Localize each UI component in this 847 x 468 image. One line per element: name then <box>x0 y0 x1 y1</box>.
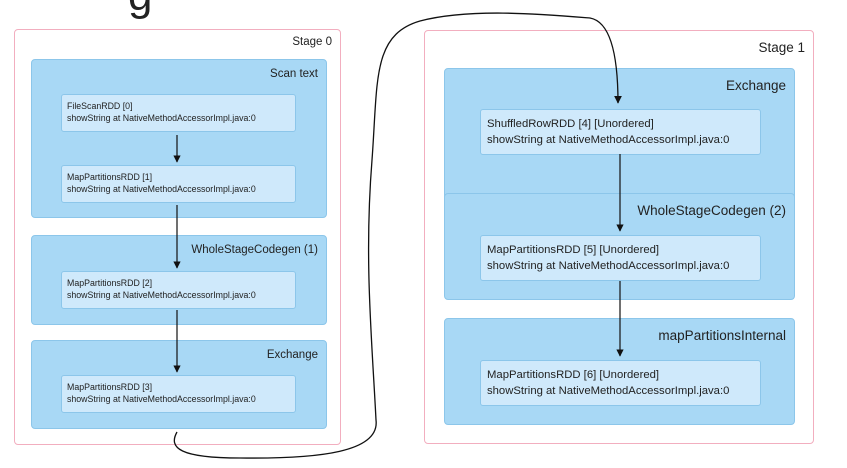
cluster-scan-text[interactable]: Scan text FileScanRDD [0] showString at … <box>31 59 327 218</box>
node-mappartitionsrdd-6[interactable]: MapPartitionsRDD [6] [Unordered] showStr… <box>480 360 761 406</box>
node-name: FileScanRDD [0] <box>67 101 133 111</box>
cluster-wholestagecodegen-1-label: WholeStageCodegen (1) <box>191 244 318 256</box>
stage-1-box: Stage 1 Exchange ShuffledRowRDD [4] [Uno… <box>424 30 814 444</box>
node-mappartitionsrdd-2[interactable]: MapPartitionsRDD [2] showString at Nativ… <box>61 271 296 309</box>
cluster-mappartitionsinternal[interactable]: mapPartitionsInternal MapPartitionsRDD [… <box>444 318 795 425</box>
node-shuffledrowrdd-4[interactable]: ShuffledRowRDD [4] [Unordered] showStrin… <box>480 109 761 155</box>
stage-1-label: Stage 1 <box>758 40 805 55</box>
cluster-exchange-1-label: Exchange <box>725 78 786 93</box>
cluster-mappartitionsinternal-label: mapPartitionsInternal <box>658 328 786 343</box>
stage-0-label: Stage 0 <box>292 36 332 48</box>
cluster-wholestagecodegen-1[interactable]: WholeStageCodegen (1) MapPartitionsRDD [… <box>31 235 327 325</box>
node-detail: showString at NativeMethodAccessorImpl.j… <box>67 290 256 300</box>
node-mappartitionsrdd-3[interactable]: MapPartitionsRDD [3] showString at Nativ… <box>61 375 296 413</box>
node-name: MapPartitionsRDD [1] <box>67 172 153 182</box>
cluster-wholestagecodegen-2[interactable]: WholeStageCodegen (2) MapPartitionsRDD [… <box>444 193 795 300</box>
node-name: MapPartitionsRDD [3] <box>67 382 153 392</box>
page-title-fragment: g <box>128 0 152 18</box>
cluster-wholestagecodegen-2-label: WholeStageCodegen (2) <box>637 203 786 218</box>
node-name: MapPartitionsRDD [5] [Unordered] <box>487 244 660 256</box>
cluster-exchange-0[interactable]: Exchange MapPartitionsRDD [3] showString… <box>31 340 327 429</box>
node-detail: showString at NativeMethodAccessorImpl.j… <box>487 260 730 272</box>
node-detail: showString at NativeMethodAccessorImpl.j… <box>487 385 730 397</box>
node-name: MapPartitionsRDD [6] [Unordered] <box>487 369 660 381</box>
node-name: ShuffledRowRDD [4] [Unordered] <box>487 118 654 130</box>
cluster-exchange-1[interactable]: Exchange ShuffledRowRDD [4] [Unordered] … <box>444 68 795 203</box>
stage-0-box: Stage 0 Scan text FileScanRDD [0] showSt… <box>14 29 341 445</box>
cluster-exchange-0-label: Exchange <box>266 349 318 361</box>
node-name: MapPartitionsRDD [2] <box>67 278 153 288</box>
node-detail: showString at NativeMethodAccessorImpl.j… <box>487 134 730 146</box>
node-detail: showString at NativeMethodAccessorImpl.j… <box>67 113 256 123</box>
node-detail: showString at NativeMethodAccessorImpl.j… <box>67 184 256 194</box>
node-filescanrdd-0[interactable]: FileScanRDD [0] showString at NativeMeth… <box>61 94 296 132</box>
cluster-scan-text-label: Scan text <box>270 68 318 80</box>
node-mappartitionsrdd-1[interactable]: MapPartitionsRDD [1] showString at Nativ… <box>61 165 296 203</box>
node-mappartitionsrdd-5[interactable]: MapPartitionsRDD [5] [Unordered] showStr… <box>480 235 761 281</box>
node-detail: showString at NativeMethodAccessorImpl.j… <box>67 394 256 404</box>
